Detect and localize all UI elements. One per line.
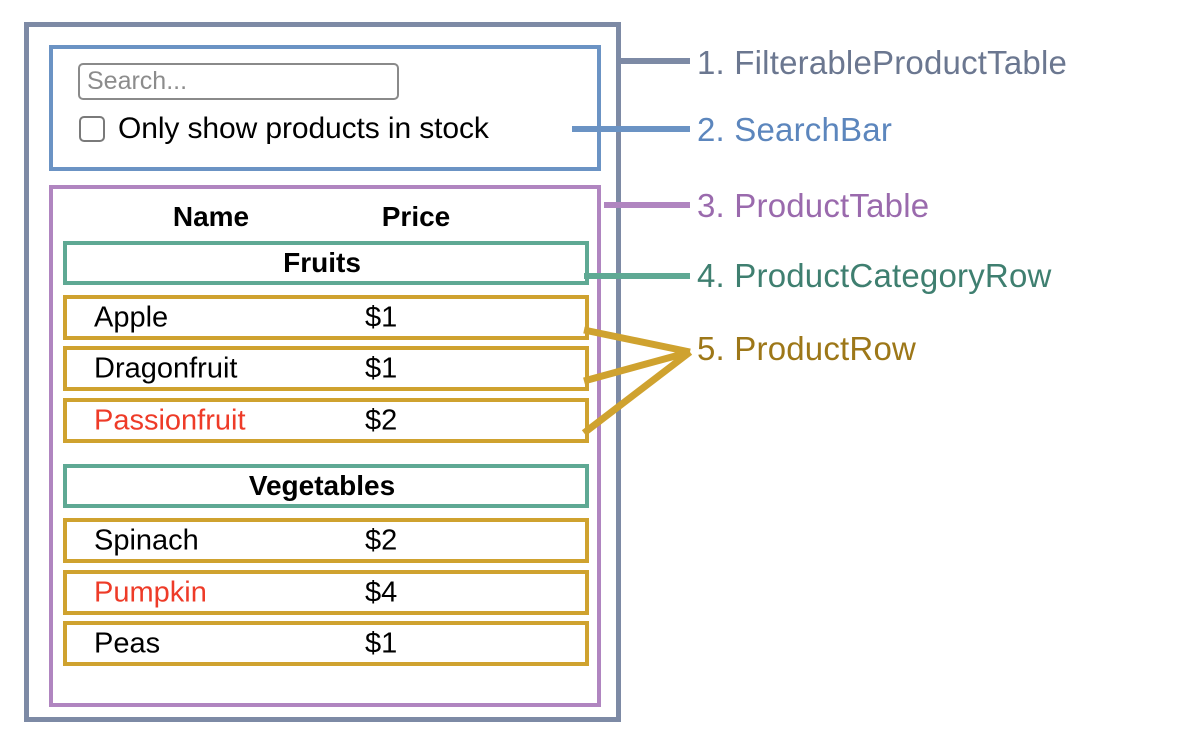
product-price: $1 xyxy=(365,301,398,333)
product-row: Dragonfruit $1 xyxy=(63,346,589,391)
annotation-label-search-bar: 2. SearchBar xyxy=(697,111,893,148)
product-name: Spinach xyxy=(94,524,199,556)
search-input[interactable] xyxy=(78,63,399,100)
annotation-label-product-row: 5. ProductRow xyxy=(697,330,917,367)
product-price: $2 xyxy=(365,524,398,556)
product-table-header-row: Name Price xyxy=(53,189,597,245)
annotation-label-filterable-product-table: 1. FilterableProductTable xyxy=(697,44,1068,81)
product-category-row: Vegetables xyxy=(63,464,589,508)
product-price: $1 xyxy=(365,352,398,384)
annotation-label-product-table: 3. ProductTable xyxy=(697,187,930,224)
product-table: Name Price Fruits Apple $1 Dragonfruit $… xyxy=(49,185,601,707)
filterable-product-table: Only show products in stock Name Price F… xyxy=(24,22,621,722)
product-price: $1 xyxy=(365,627,398,659)
stock-filter-checkbox[interactable] xyxy=(79,116,105,142)
product-category-row: Fruits xyxy=(63,241,589,285)
search-bar: Only show products in stock xyxy=(49,45,601,171)
product-price: $4 xyxy=(365,576,398,608)
product-name: Dragonfruit xyxy=(94,352,238,384)
product-row: Peas $1 xyxy=(63,621,589,666)
product-row: Passionfruit $2 xyxy=(63,398,589,443)
product-name: Peas xyxy=(94,627,161,659)
annotation-label-product-category-row: 4. ProductCategoryRow xyxy=(697,257,1052,294)
product-category-label: Vegetables xyxy=(248,470,396,501)
column-header-price: Price xyxy=(381,201,451,232)
product-name: Pumpkin xyxy=(94,576,207,608)
product-name: Apple xyxy=(94,301,169,333)
product-row: Pumpkin $4 xyxy=(63,570,589,615)
column-header-name: Name xyxy=(172,201,250,232)
product-category-label: Fruits xyxy=(283,247,361,278)
stock-filter-label: Only show products in stock xyxy=(118,112,489,145)
product-row: Apple $1 xyxy=(63,295,589,340)
product-row: Spinach $2 xyxy=(63,518,589,563)
product-price: $2 xyxy=(365,404,398,436)
stock-filter-row[interactable]: Only show products in stock xyxy=(79,112,489,146)
product-name: Passionfruit xyxy=(94,404,246,436)
